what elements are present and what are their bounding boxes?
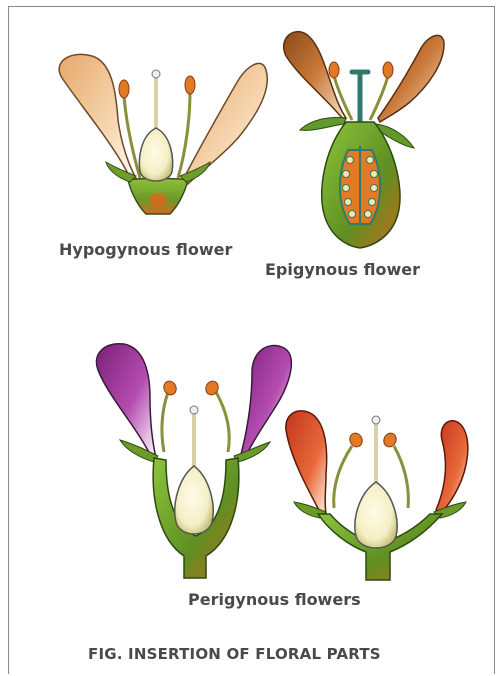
- hypo-anther-right: [185, 76, 195, 94]
- peri2-petal-right: [436, 421, 468, 514]
- epi-anther-left: [329, 62, 339, 78]
- peri2-stamen-right: [394, 446, 408, 508]
- peri1-stigma: [190, 406, 198, 414]
- peri2-stamen-left: [334, 446, 352, 508]
- perigynous-flower-2-illustration: [286, 411, 468, 580]
- epi-anther-right: [383, 62, 393, 78]
- hypo-stamen-right: [178, 92, 190, 178]
- hypo-stigma: [152, 70, 160, 78]
- epi-sepal-left: [300, 118, 346, 131]
- hypogynous-label: Hypogynous flower: [59, 240, 232, 259]
- peri2-anther-right: [382, 431, 399, 449]
- peri1-petal-right: [240, 345, 291, 460]
- epigynous-label: Epigynous flower: [265, 260, 420, 279]
- figure-caption: FIG. INSERTION OF FLORAL PARTS: [88, 645, 381, 663]
- hypo-ovary: [139, 128, 172, 181]
- epigynous-flower-illustration: [284, 32, 444, 248]
- perigynous-label: Perigynous flowers: [188, 590, 361, 609]
- perigynous-flower-1-illustration: [96, 344, 291, 578]
- hypo-thalamus-spot: [149, 193, 167, 207]
- peri1-stamen-left: [162, 392, 168, 452]
- peri2-stigma: [372, 416, 380, 424]
- peri1-anther-left: [162, 379, 179, 397]
- peri1-ovary: [175, 466, 213, 534]
- hypo-anther-left: [119, 80, 129, 98]
- peri2-ovary: [355, 482, 397, 548]
- peri2-petal-left: [286, 411, 327, 514]
- peri1-stamen-right: [216, 392, 229, 452]
- peri1-petal-left: [96, 344, 156, 458]
- hypogynous-flower-illustration: [59, 54, 267, 214]
